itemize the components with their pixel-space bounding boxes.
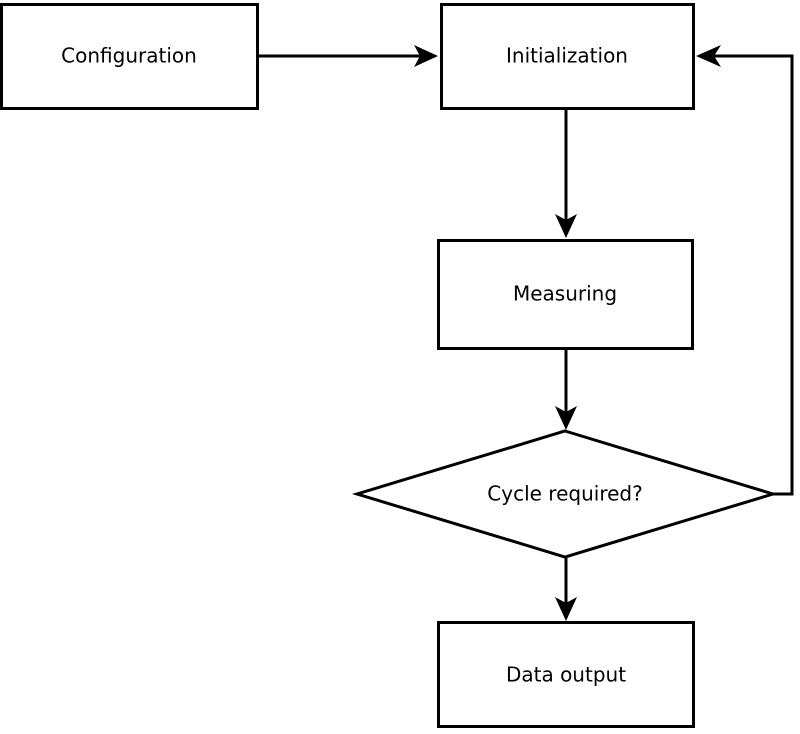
node-initialization-box[interactable] bbox=[440, 3, 695, 110]
node-configuration-label: Configuration bbox=[61, 44, 197, 68]
edge-configuration-to-initialization bbox=[259, 45, 438, 67]
node-data-output-label: Data output bbox=[506, 663, 626, 687]
arrow-head-down-icon bbox=[555, 406, 577, 430]
node-configuration[interactable]: Configuration bbox=[0, 3, 259, 110]
node-initialization-label: Initialization bbox=[506, 44, 628, 68]
node-cycle-required[interactable]: Cycle required? bbox=[351, 429, 779, 559]
arrow-head-down-icon bbox=[555, 597, 577, 621]
node-measuring-box[interactable] bbox=[437, 239, 694, 350]
edge-initialization-to-measuring bbox=[555, 110, 577, 238]
node-data-output[interactable]: Data output bbox=[437, 621, 695, 728]
node-cycle-required-diamond[interactable] bbox=[351, 429, 779, 559]
node-configuration-box[interactable] bbox=[0, 3, 259, 110]
node-data-output-box[interactable] bbox=[437, 621, 695, 728]
edge-cycle-required-to-initialization bbox=[696, 45, 794, 496]
edge-line bbox=[707, 54, 794, 496]
node-measuring-label: Measuring bbox=[513, 282, 617, 306]
node-cycle-required-label: Cycle required? bbox=[487, 482, 642, 506]
arrow-head-down-icon bbox=[555, 214, 577, 238]
arrow-head-right-icon bbox=[414, 45, 438, 67]
node-measuring[interactable]: Measuring bbox=[437, 239, 694, 350]
edge-cycle-required-to-data-output bbox=[555, 557, 577, 621]
edge-measuring-to-cycle-required bbox=[555, 350, 577, 430]
node-initialization[interactable]: Initialization bbox=[440, 3, 695, 110]
arrow-head-left-icon bbox=[696, 45, 721, 67]
